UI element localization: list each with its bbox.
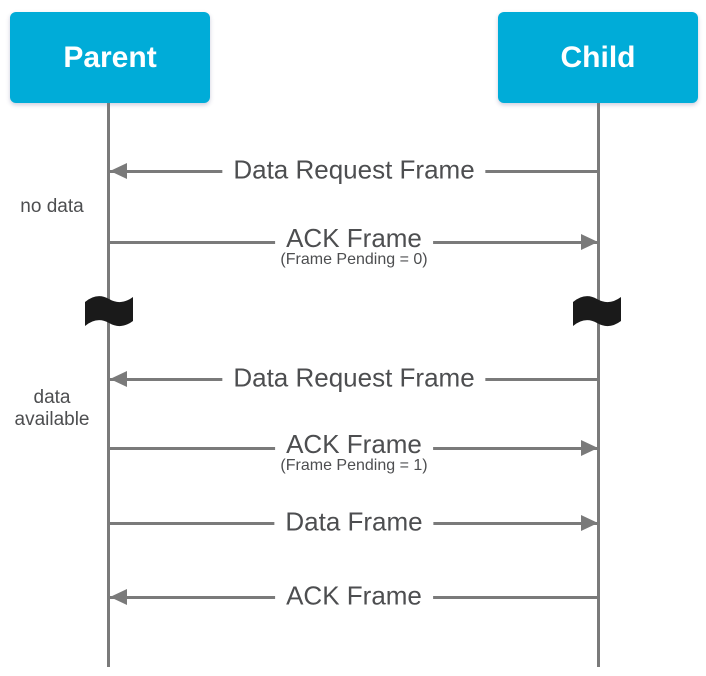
message-label: Data Request Frame <box>222 362 486 394</box>
child-lifeline <box>597 103 600 667</box>
message-label: ACK Frame <box>275 222 433 254</box>
arrowhead-right-icon <box>581 234 598 250</box>
actor-parent-label: Parent <box>63 40 157 74</box>
actor-parent-box: Parent <box>10 12 210 103</box>
message-sublabel: (Frame Pending = 0) <box>280 251 428 269</box>
annotation-data-available: data available <box>14 387 90 430</box>
arrowhead-right-icon <box>581 515 598 531</box>
message-label: Data Frame <box>274 506 434 538</box>
parent-lifeline <box>107 103 110 667</box>
arrowhead-left-icon <box>110 371 127 387</box>
annotation-no-data: no data <box>20 196 84 217</box>
arrowhead-left-icon <box>110 589 127 605</box>
message-label: Data Request Frame <box>222 154 486 186</box>
flag-icon <box>85 295 133 333</box>
message-label: ACK Frame <box>275 580 433 612</box>
actor-child-label: Child <box>560 40 636 74</box>
actor-child-box: Child <box>498 12 698 103</box>
arrowhead-right-icon <box>581 440 598 456</box>
arrowhead-left-icon <box>110 163 127 179</box>
message-sublabel: (Frame Pending = 1) <box>280 457 428 475</box>
flag-icon <box>573 295 621 333</box>
message-label: ACK Frame <box>275 428 433 460</box>
